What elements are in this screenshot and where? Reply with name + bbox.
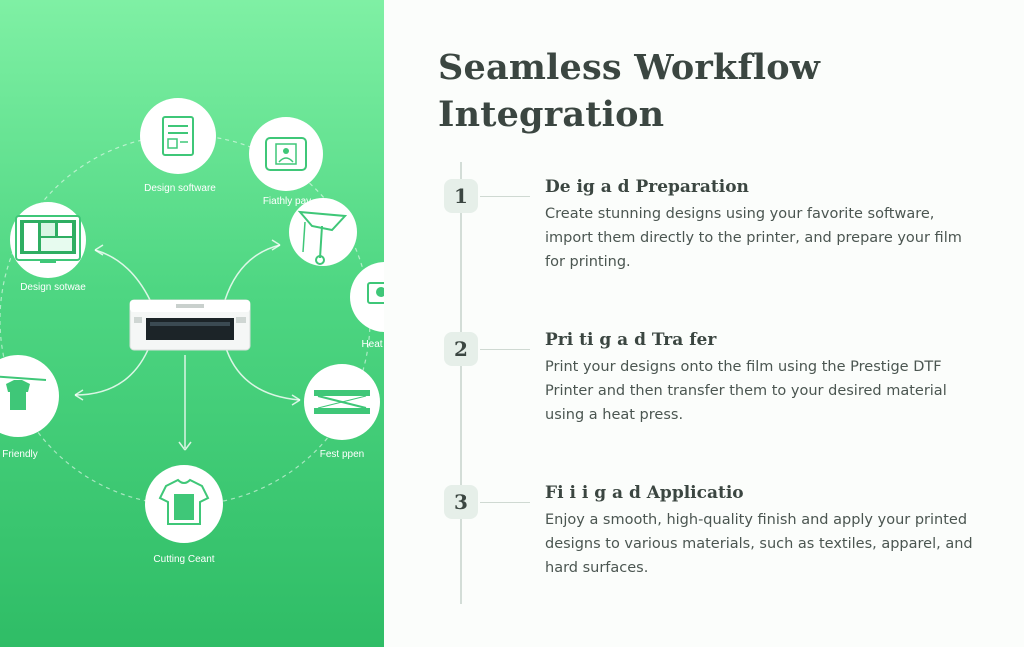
step-connector xyxy=(480,349,530,350)
step-title: Pri ti g a d Tra fer xyxy=(545,330,717,350)
step-title: Fi i i g a d Applicatio xyxy=(545,483,744,503)
diagram-canvas xyxy=(0,98,384,543)
flow-arrows xyxy=(74,239,301,451)
document-icon xyxy=(140,98,216,174)
dtf-printer-icon xyxy=(129,299,251,351)
step-description: Print your designs onto the film using t… xyxy=(545,359,947,423)
node-label-fest-ppen: Fest ppen xyxy=(319,449,365,460)
node-label-friendly: Friendly xyxy=(2,449,38,460)
photo-frame-icon xyxy=(249,117,323,191)
node-label-heat: Heat xyxy=(361,339,383,350)
arrow-to-roller xyxy=(224,344,301,401)
tshirt-icon xyxy=(145,465,223,543)
press-handle-icon xyxy=(289,198,357,266)
step-connector xyxy=(480,502,530,503)
workflow-diagram: Design software Fiathly pav Design sotwa… xyxy=(0,0,384,647)
computer-icon xyxy=(350,262,384,332)
roller-icon xyxy=(304,364,380,440)
tshirt-icon xyxy=(0,355,59,437)
step-title: De ig a d Preparation xyxy=(545,177,749,197)
node-label-design-sotwae: Design sotwae xyxy=(20,282,86,293)
step-number-badge: 3 xyxy=(444,485,478,519)
monitor-icon xyxy=(10,202,86,278)
node-label-design-software: Design software xyxy=(144,183,216,194)
step-description: Create stunning designs using your favor… xyxy=(545,206,962,270)
page-title: Seamless Workflow Integration xyxy=(438,47,821,135)
arrow-to-press xyxy=(224,244,281,301)
content-panel xyxy=(384,0,1024,647)
step-number-badge: 2 xyxy=(444,332,478,366)
arrow-to-design xyxy=(94,249,151,301)
step-connector xyxy=(480,196,530,197)
step-description: Enjoy a smooth, high-quality finish and … xyxy=(545,512,973,576)
timeline-line xyxy=(460,162,462,604)
step-number-badge: 1 xyxy=(444,179,478,213)
arrow-to-friendly xyxy=(74,344,151,396)
node-label-fiathly-pav: Fiathly pav xyxy=(262,196,312,207)
node-label-cutting-ceant: Cutting Ceant xyxy=(153,554,215,565)
